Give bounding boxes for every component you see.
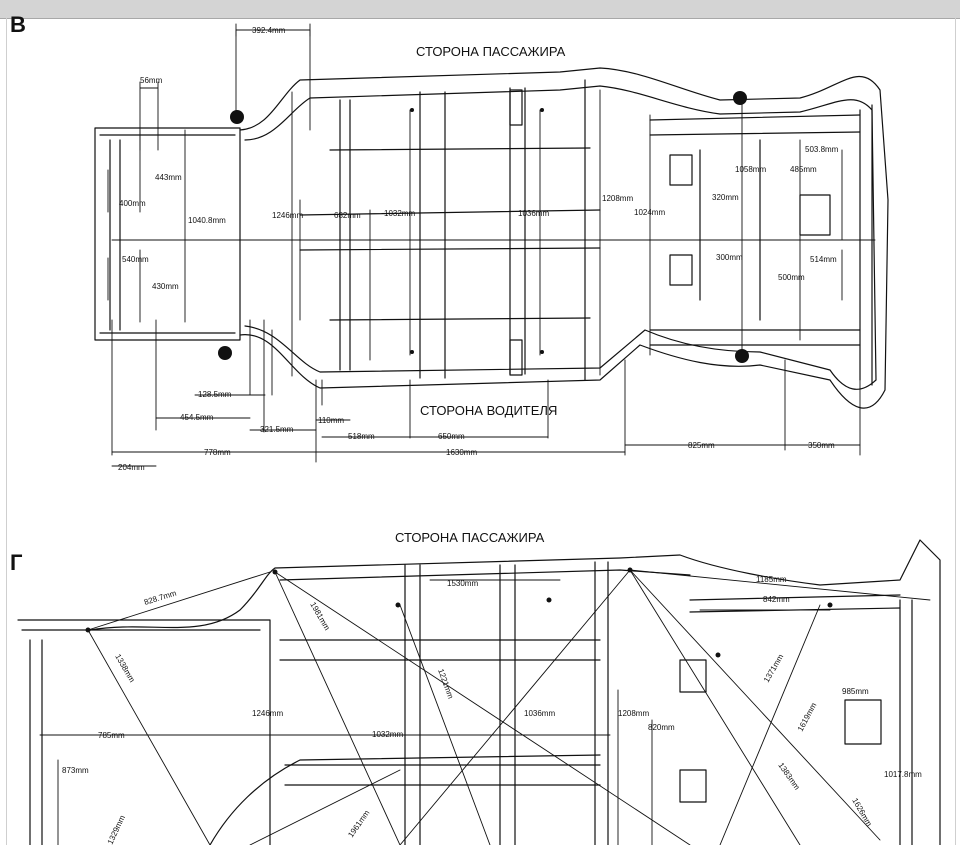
dim-label: 1630mm	[446, 448, 477, 457]
diagram-g-labels: Г СТОРОНА ПАССАЖИРА 828.7mm 1530mm 1185m…	[10, 530, 922, 845]
dim-label: 430mm	[152, 282, 179, 291]
dim-label: 820mm	[648, 723, 675, 732]
section-letter-g: Г	[10, 550, 23, 575]
passenger-side-label-g: СТОРОНА ПАССАЖИРА	[395, 530, 545, 545]
dim-label: 1221mm	[436, 668, 455, 701]
diagram-v-labels: В СТОРОНА ПАССАЖИРА СТОРОНА ВОДИТЕЛЯ 392…	[10, 12, 839, 472]
document-frame	[6, 18, 956, 845]
dim-label: 1961mm	[346, 808, 371, 839]
dim-label: 503.8mm	[805, 145, 839, 154]
dim-label: 825mm	[688, 441, 715, 450]
dim-label: 1032mm	[384, 209, 415, 218]
dim-label: 443mm	[155, 173, 182, 182]
dim-label: 1208mm	[602, 194, 633, 203]
dim-label: 1246mm	[272, 211, 303, 220]
dim-label: 514mm	[810, 255, 837, 264]
diagram-v-reference-points	[218, 91, 749, 363]
dim-label: 540mm	[122, 255, 149, 264]
dim-label: 56mm	[140, 76, 163, 85]
dim-label: 1981mm	[308, 601, 332, 633]
dim-label: 828.7mm	[143, 588, 178, 606]
diagram-g-diagonal-dimensions	[39, 569, 931, 845]
dim-label: 778mm	[204, 448, 231, 457]
dim-label: 1329mm	[106, 814, 127, 845]
dim-label: 518mm	[348, 432, 375, 441]
dim-label: 1036mm	[518, 209, 549, 218]
diagram-v-chassis-outline	[94, 67, 889, 409]
dim-label: 1371mm	[762, 652, 786, 684]
dim-label: 128.5mm	[198, 390, 232, 399]
dim-label: 1383mm	[776, 761, 801, 792]
dim-label: 1246mm	[252, 709, 283, 718]
dim-label: 650mm	[438, 432, 465, 441]
dim-label: 320mm	[712, 193, 739, 202]
dim-label: 1017.8mm	[884, 770, 922, 779]
dim-label: 1058mm	[735, 165, 766, 174]
diagram-g-chassis-outline	[17, 539, 941, 845]
section-letter-v: В	[10, 12, 26, 37]
dim-label: 1185mm	[756, 575, 787, 584]
dim-label: 1619mm	[796, 701, 819, 733]
diagram-v-dimension-lines	[107, 23, 876, 467]
dim-label: 204mm	[118, 463, 145, 472]
dim-label: 300mm	[716, 253, 743, 262]
dim-label: 350mm	[808, 441, 835, 450]
dim-label: 1024mm	[634, 208, 665, 217]
dim-label: 321.5mm	[260, 425, 294, 434]
dim-label: 842mm	[763, 595, 790, 604]
viewer-top-bar	[0, 0, 960, 19]
diagram-g-reference-points	[85, 567, 833, 658]
dim-label: 110mm	[318, 416, 344, 425]
dim-label: 1626mm	[850, 797, 874, 829]
driver-side-label-v: СТОРОНА ВОДИТЕЛЯ	[420, 403, 557, 418]
dim-label: 1208mm	[618, 709, 649, 718]
dim-label: 454.5mm	[180, 413, 214, 422]
dim-label: 400mm	[119, 199, 146, 208]
dim-label: 682mm	[334, 211, 361, 220]
dim-label: 500mm	[778, 273, 805, 282]
dim-label: 785mm	[98, 731, 125, 740]
dim-label: 1040.8mm	[188, 216, 226, 225]
dim-label: 392.4mm	[252, 26, 286, 35]
dim-label: 1530mm	[447, 579, 478, 588]
dim-label: 1032mm	[372, 730, 403, 739]
dim-label: 1338mm	[113, 653, 137, 685]
dim-label: 985mm	[842, 687, 869, 696]
dim-label: 485mm	[790, 165, 817, 174]
passenger-side-label-v: СТОРОНА ПАССАЖИРА	[416, 44, 566, 59]
dim-label: 1036mm	[524, 709, 555, 718]
dim-label: 873mm	[62, 766, 89, 775]
